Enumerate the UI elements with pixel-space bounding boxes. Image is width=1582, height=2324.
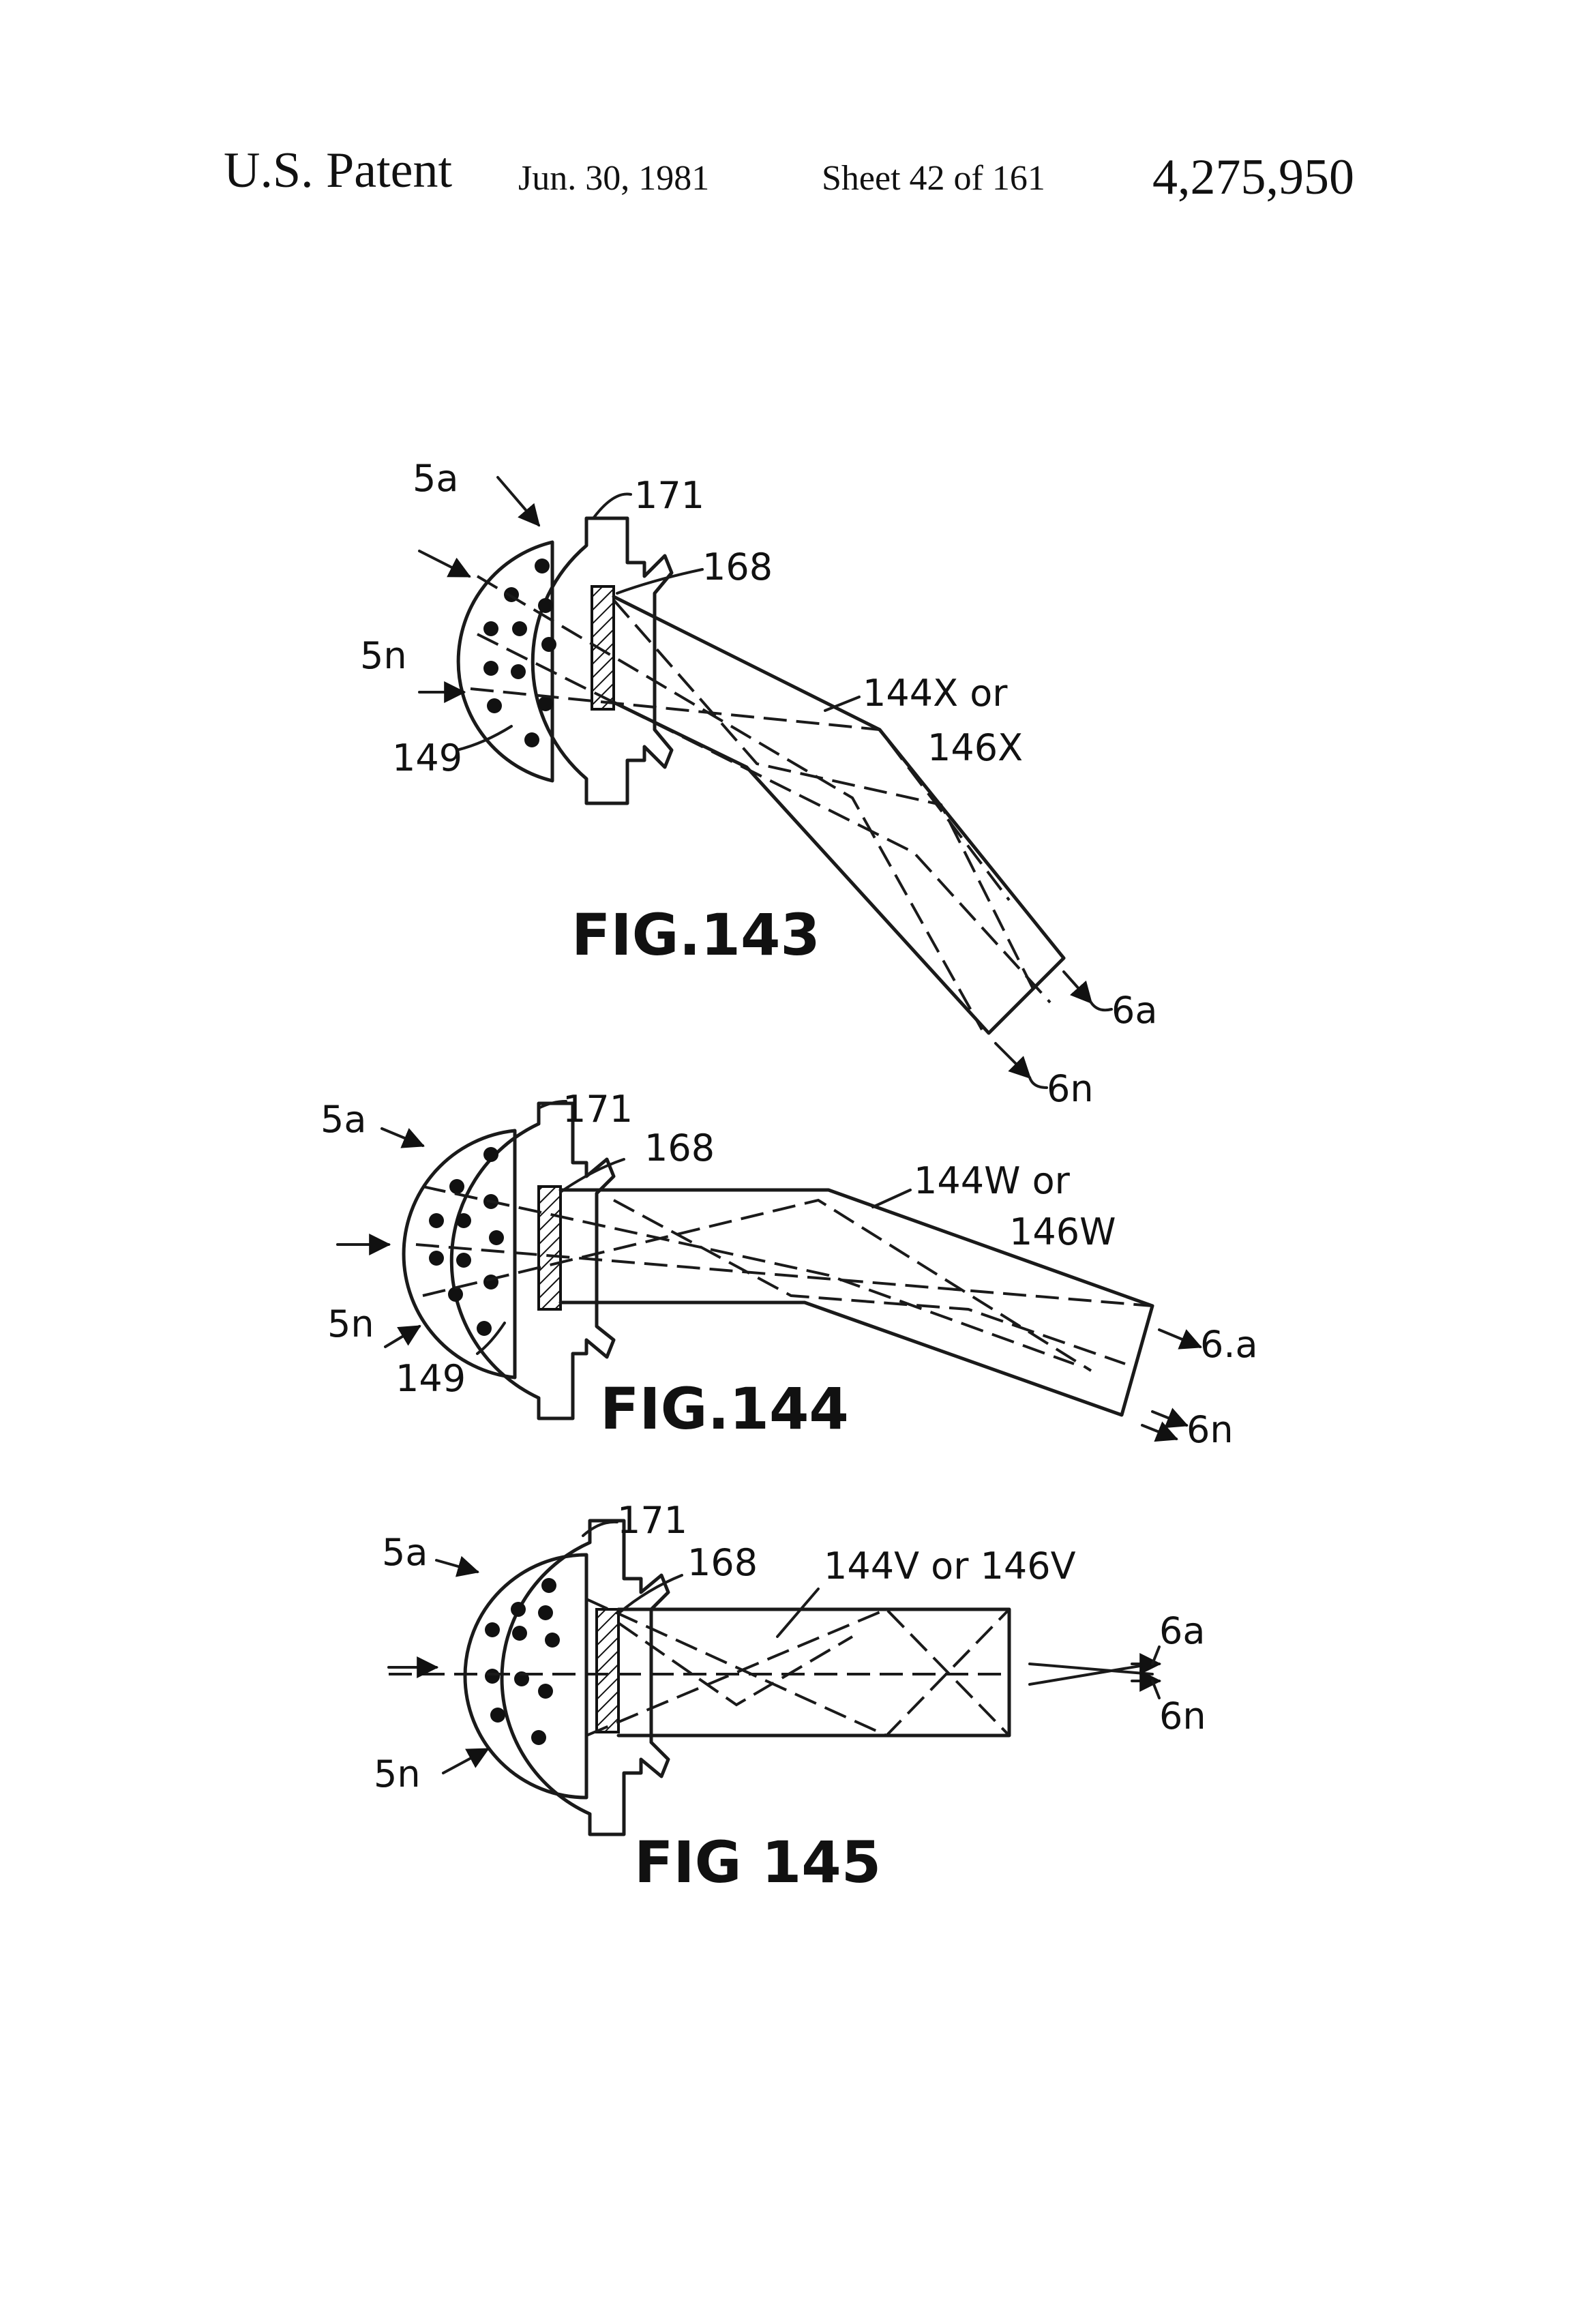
fig145-label-6n: 6n bbox=[1159, 1695, 1206, 1738]
fig-143: 5a 5n 171 168 149 144X or 146X 6a 6n FIG… bbox=[360, 457, 1157, 1110]
fig143-label-168: 168 bbox=[702, 546, 773, 589]
fig145-plate bbox=[597, 1609, 618, 1732]
fig145-prism bbox=[618, 1609, 1009, 1735]
fig145-label-6a: 6a bbox=[1159, 1609, 1205, 1652]
fig145-label-5a: 5a bbox=[382, 1531, 428, 1574]
fig144-label-149: 149 bbox=[395, 1357, 466, 1400]
fig143-label-149: 149 bbox=[392, 736, 462, 779]
fig145-label-prism: 144V or 146V bbox=[824, 1545, 1076, 1588]
fig144-caption: FIG.144 bbox=[600, 1375, 849, 1442]
fig145-label-171: 171 bbox=[617, 1499, 687, 1542]
fig144-label-5n: 5n bbox=[327, 1302, 374, 1345]
fig145-label-168: 168 bbox=[687, 1541, 758, 1584]
fig144-cell bbox=[404, 1131, 515, 1377]
fig145-caption: FIG 145 bbox=[634, 1829, 881, 1896]
fig143-label-prism-1: 144X or bbox=[863, 672, 1008, 715]
fig143-label-5a: 5a bbox=[413, 457, 458, 500]
fig144-label-168: 168 bbox=[644, 1127, 715, 1170]
fig143-label-171: 171 bbox=[634, 474, 704, 517]
fig144-label-6a: 6.a bbox=[1200, 1323, 1258, 1366]
fig144-label-5a: 5a bbox=[320, 1098, 366, 1141]
fig143-label-6a: 6a bbox=[1111, 989, 1157, 1032]
fig144-particles bbox=[429, 1147, 504, 1336]
fig143-caption: FIG.143 bbox=[571, 902, 820, 968]
fig143-label-5n: 5n bbox=[360, 634, 407, 677]
fig144-label-prism-2: 146W bbox=[1009, 1210, 1116, 1253]
fig143-label-6n: 6n bbox=[1047, 1067, 1094, 1110]
fig144-label-prism-1: 144W or bbox=[914, 1159, 1071, 1202]
fig143-plate bbox=[592, 586, 614, 709]
fig145-label-5n: 5n bbox=[374, 1753, 421, 1796]
fig-145: 5a 5n 171 168 144V or 146V 6a 6n FIG 145 bbox=[374, 1499, 1206, 1896]
fig144-label-6n: 6n bbox=[1186, 1408, 1234, 1451]
fig144-plate bbox=[539, 1187, 561, 1309]
fig-144: 5a 5n 171 168 149 144W or 146W 6.a 6n FI… bbox=[320, 1088, 1258, 1451]
fig144-housing bbox=[451, 1103, 614, 1418]
fig144-label-171: 171 bbox=[563, 1088, 633, 1131]
fig143-label-prism-2: 146X bbox=[927, 726, 1023, 769]
